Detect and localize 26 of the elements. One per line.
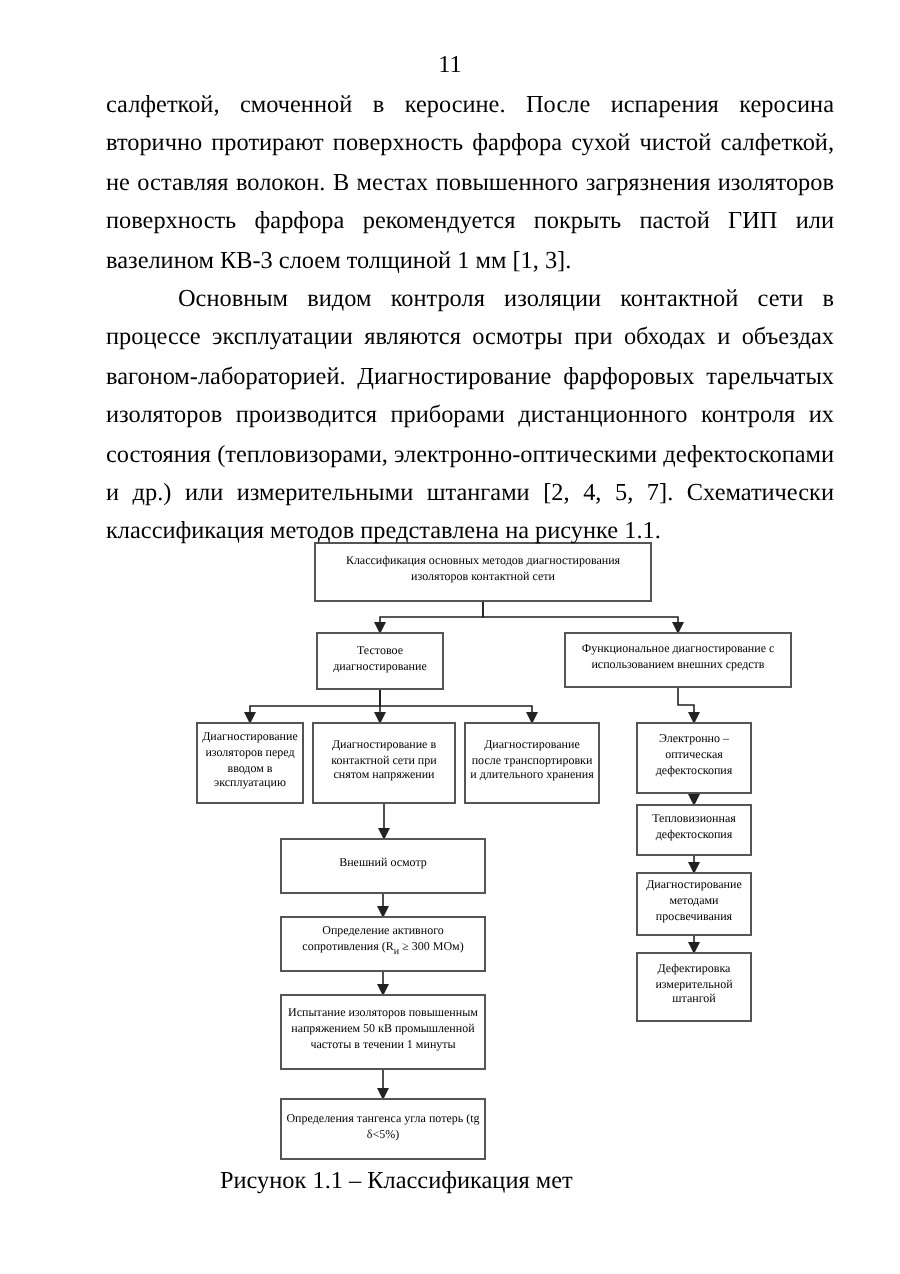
process-box [316,632,444,690]
arrow [377,971,389,996]
process-box [464,722,600,804]
process-box [280,1098,486,1160]
figure-caption: Рисунок 1.1 – Классификация мет [220,1164,573,1198]
arrow [377,893,389,918]
process-box [636,722,752,794]
arrow [482,601,684,634]
process-box [636,952,752,1022]
paragraph: Основным видом контроля изоляции контактной сети в процессе эксплуатации являются осмотры при обходах и объездах вагоном-лабораторией. Диагностирование фарфоровых тарельчатых изоляторов производится приборами дистанционного контроля их состояния (тепловизорами, электронно-оптическими дефектоскопами и др.) или измерительными штангами [2, 4, 5, 7]. Схематически классификация методов представлена на рисунке 1.1. [106,282,834,549]
paragraph: салфеткой, смоченной в керосине. После испарения керосина вторично протирают поверхность фарфора сухой чистой салфеткой, не оставляя волокон. В местах повышенного загрязнения изоляторов поверхность фарфора рекомендуется покрыть пастой ГИП или вазелином КВ-3 слоем толщиной 1 мм [1, 3]. [106,88,834,278]
process-box [280,916,486,972]
arrow [677,687,700,724]
arrow [688,793,700,806]
arrow [379,689,538,724]
process-box [564,632,792,688]
process-box [312,722,456,804]
arrow [378,803,390,840]
arrow [377,1069,389,1100]
arrow [688,935,700,954]
process-box [314,542,652,602]
process-box [636,804,752,856]
process-box [280,838,486,894]
process-box [280,994,486,1070]
arrow [688,855,700,874]
page-number: 11 [436,48,464,82]
